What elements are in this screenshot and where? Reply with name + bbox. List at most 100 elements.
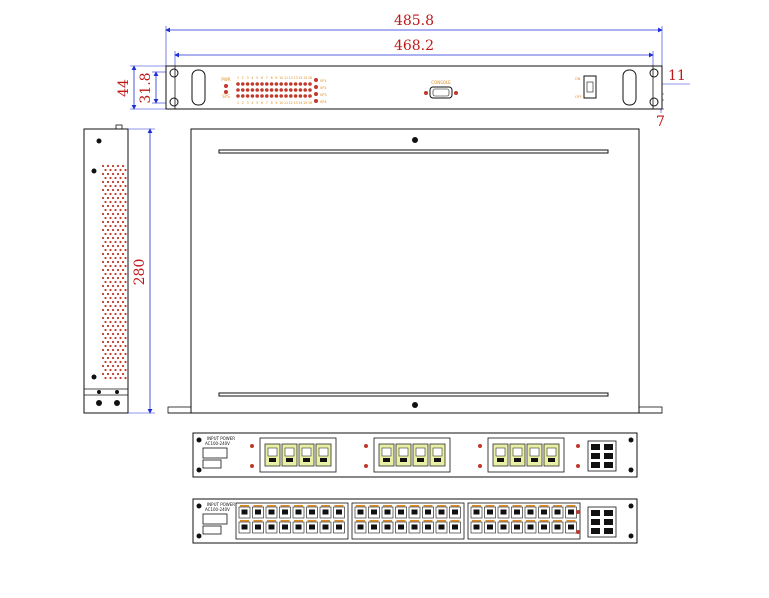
vent-hole <box>124 368 127 372</box>
vent-hole <box>124 208 127 212</box>
port-led-icon <box>241 82 245 86</box>
port-led-icon <box>236 88 240 92</box>
vent-hole <box>119 376 122 380</box>
port-led-icon <box>265 82 269 86</box>
pwr-led-icon <box>224 84 228 88</box>
inner-height-label: 31.8 <box>138 72 154 103</box>
rj45-port-label-strip <box>240 520 249 522</box>
vent-hole <box>121 172 125 176</box>
vent-hole <box>119 248 122 252</box>
rj45-port-label-strip <box>240 505 249 507</box>
rj45-port-jack <box>398 524 404 530</box>
sfp-port-slot <box>381 447 392 457</box>
vent-hole <box>121 340 125 344</box>
right-handle <box>622 69 637 106</box>
vent-hole <box>106 340 110 344</box>
port-number-label: 5 <box>256 101 258 105</box>
terminal-block-icon <box>202 513 228 525</box>
sfp-port-latch <box>531 458 538 462</box>
vent-hole <box>119 256 122 260</box>
vent-hole <box>114 320 117 324</box>
rj45-port-jack <box>411 509 418 515</box>
svg-text:SP1: SP1 <box>320 79 327 83</box>
vent-hole <box>109 264 112 268</box>
vent-hole <box>114 304 117 308</box>
port-led-icon <box>298 82 303 86</box>
vent-hole <box>124 264 127 268</box>
inner-width-label: 468.2 <box>394 38 434 54</box>
status-led-icon <box>576 464 580 468</box>
rj45-port-jack <box>282 524 288 530</box>
vent-hole <box>106 220 110 224</box>
vent-hole <box>124 248 127 252</box>
vent-hole <box>109 320 112 324</box>
port-number-label: 4 <box>251 76 253 80</box>
vent-hole <box>111 188 115 192</box>
vent-hole <box>114 296 117 300</box>
rj45-port-label-strip <box>512 505 522 507</box>
vent-hole <box>111 364 115 368</box>
rj45-port-jack <box>371 524 377 530</box>
vent-hole <box>116 260 120 264</box>
rj45-port-label-strip <box>410 505 419 507</box>
port-number-label: 13 <box>294 101 298 105</box>
rj45-port-label-strip <box>253 505 263 507</box>
status-led-icon <box>576 530 580 534</box>
rj45-port-label-strip <box>369 520 379 522</box>
vent-hole <box>114 328 117 332</box>
port-group-frame <box>467 502 581 540</box>
vent-hole <box>124 360 127 364</box>
rj45-port-jack <box>357 524 364 530</box>
vent-hole <box>111 308 115 312</box>
vent-hole <box>109 240 112 244</box>
port-number-label: 12 <box>289 101 293 105</box>
vent-hole <box>116 308 120 312</box>
ear-hole-icon <box>649 68 659 78</box>
vent-hole <box>116 196 120 200</box>
rj45-port-label-strip <box>307 520 317 522</box>
rj45-port-jack <box>384 509 391 515</box>
rj45-port-jack <box>541 509 547 515</box>
sfp-port-latch <box>434 458 441 462</box>
vent-hole <box>109 168 112 172</box>
svg-text:OFF: OFF <box>575 95 582 99</box>
rj45-port-label-strip <box>485 520 495 522</box>
height-label: 44 <box>116 79 132 97</box>
port-led-icon <box>303 82 308 86</box>
vent-hole <box>104 272 107 276</box>
console-port: CONSOLE <box>424 80 458 99</box>
side-leds: SP1 SP2 SP3 SP4 <box>314 78 327 104</box>
vent-hole <box>104 312 107 316</box>
vent-hole <box>101 356 105 360</box>
side-view: 280 <box>83 124 155 414</box>
port-group-frame <box>235 502 349 540</box>
vent-hole <box>119 264 122 268</box>
rj45-port-jack <box>500 524 507 530</box>
rj45-port-jack <box>500 509 507 515</box>
rj45-port-label-strip <box>321 520 330 522</box>
port-group-frame <box>487 437 565 473</box>
rj45-port-label-strip <box>437 520 446 522</box>
vent-hole <box>114 272 117 276</box>
port-led-icon <box>308 94 312 98</box>
port-led-icon <box>241 88 245 92</box>
vent-hole <box>114 352 117 356</box>
vent-hole <box>104 320 107 324</box>
vent-hole <box>109 304 112 308</box>
vent-hole <box>104 168 107 172</box>
vent-hole <box>111 164 115 168</box>
port-led-icon <box>250 94 255 98</box>
vent-hole <box>101 188 105 192</box>
vent-hole <box>121 308 125 312</box>
vent-hole <box>124 344 127 348</box>
vent-hole <box>106 292 110 296</box>
ear-hole-icon <box>169 68 179 78</box>
rj45-port-label-strip <box>267 520 276 522</box>
rj45-port-label-strip <box>539 520 549 522</box>
vent-hole <box>104 360 107 364</box>
vent-hole <box>111 228 115 232</box>
vent-hole <box>114 200 117 204</box>
rj45-port-label-strip <box>280 520 290 522</box>
rj45-port-jack <box>295 524 302 530</box>
